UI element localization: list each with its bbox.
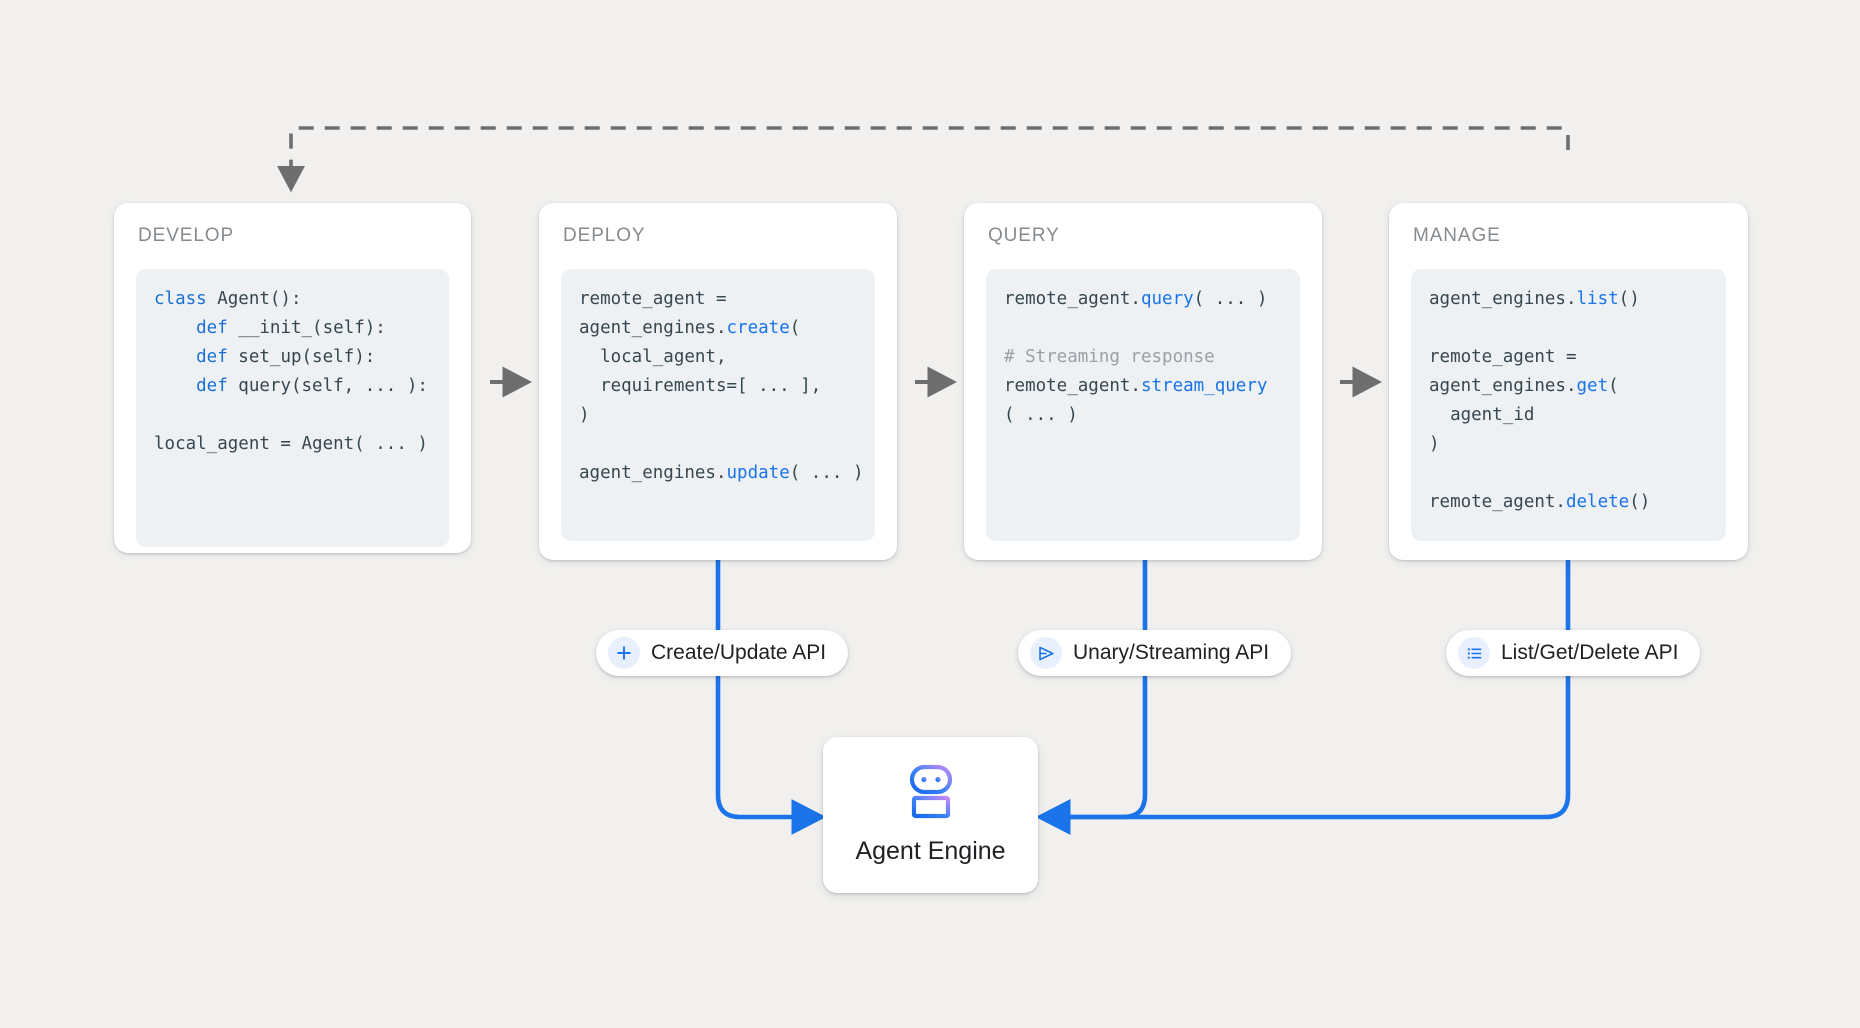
stage-title-deploy: DEPLOY <box>563 225 646 246</box>
connector-manage-to-agent-engine <box>1035 560 1571 835</box>
api-pill-unary-streaming[interactable]: Unary/Streaming API <box>1018 630 1292 676</box>
agent-engine-label: Agent Engine <box>855 837 1006 865</box>
connector-deploy-to-agent-engine <box>715 560 827 835</box>
stage-card-deploy: DEPLOY remote_agent = agent_engines.crea… <box>539 203 897 560</box>
feedback-loop-connector <box>276 126 1570 193</box>
code-block-develop: class Agent(): def __init_(self): def se… <box>136 269 449 547</box>
agent-engine-node[interactable]: Agent Engine <box>823 737 1038 893</box>
api-pill-label: Unary/Streaming API <box>1073 641 1270 664</box>
api-pill-list-get-delete[interactable]: List/Get/Delete API <box>1446 630 1701 676</box>
api-pill-label: List/Get/Delete API <box>1501 641 1679 664</box>
robot-icon <box>901 764 961 827</box>
code-block-manage: agent_engines.list() remote_agent = agen… <box>1411 269 1726 541</box>
stage-title-develop: DEVELOP <box>138 225 235 246</box>
stage-title-query: QUERY <box>988 225 1060 246</box>
stage-card-develop: DEVELOP class Agent(): def __init_(self)… <box>114 203 471 553</box>
api-pill-create-update[interactable]: Create/Update API <box>596 630 849 676</box>
api-pill-label: Create/Update API <box>651 641 827 664</box>
code-block-deploy: remote_agent = agent_engines.create( loc… <box>561 269 875 541</box>
list-icon <box>1458 637 1490 669</box>
connector-query-to-agent-engine <box>1035 560 1148 835</box>
code-block-query: remote_agent.query( ... ) # Streaming re… <box>986 269 1300 541</box>
plus-icon <box>608 637 640 669</box>
send-icon <box>1030 637 1062 669</box>
stage-card-manage: MANAGE agent_engines.list() remote_agent… <box>1389 203 1748 560</box>
stage-card-query: QUERY remote_agent.query( ... ) # Stream… <box>964 203 1322 560</box>
stage-title-manage: MANAGE <box>1413 225 1501 246</box>
